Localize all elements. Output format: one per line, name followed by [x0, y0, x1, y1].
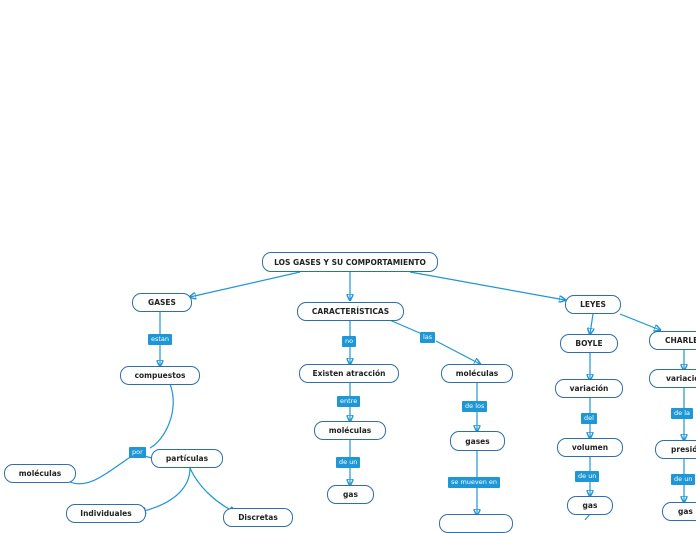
de-un-link-label-1[interactable]: de un — [336, 457, 361, 468]
gas-node-3[interactable]: gas — [662, 502, 696, 521]
de-un-link-label-3[interactable]: de un — [671, 474, 696, 485]
link-particulas-discretas — [189, 467, 235, 512]
moleculas-mid-node[interactable]: moléculas — [314, 421, 386, 440]
gases-node-2[interactable]: gases — [450, 431, 505, 451]
estan-link-label[interactable]: estan — [148, 334, 173, 345]
compuestos-node[interactable]: compuestos — [120, 366, 200, 385]
de-un-link-label-2[interactable]: de un — [575, 471, 600, 482]
entre-link-label[interactable]: entre — [337, 396, 361, 407]
variacion-node-2[interactable]: variación — [649, 369, 696, 388]
existen-atraccion-node[interactable]: Existen atracción — [299, 364, 399, 383]
por-link-label[interactable]: por — [129, 447, 146, 458]
no-link-label[interactable]: no — [342, 336, 357, 347]
leyes-node[interactable]: LEYES — [565, 295, 621, 314]
boyle-node[interactable]: BOYLE — [560, 334, 618, 353]
presion-node[interactable]: presión — [655, 440, 696, 459]
de-los-link-label[interactable]: de los — [462, 401, 488, 412]
de-la-link-label[interactable]: de la — [671, 408, 693, 419]
particulas-node[interactable]: partículas — [151, 449, 223, 468]
del-link-label[interactable]: del — [581, 413, 597, 424]
se-mueven-link-label[interactable]: se mueven en — [448, 477, 501, 488]
next-node-partial[interactable] — [439, 514, 513, 533]
link-leyes-charles — [619, 313, 660, 330]
caracteristicas-node[interactable]: CARACTERÍSTICAS — [297, 302, 404, 321]
variacion-node-1[interactable]: variación — [555, 379, 623, 398]
link-leyes-boyle — [590, 313, 593, 334]
link-particulas-individuales — [140, 467, 191, 512]
gases-node[interactable]: GASES — [132, 293, 192, 312]
charles-node[interactable]: CHARLES — [649, 331, 696, 350]
gas-node-1[interactable]: gas — [327, 485, 374, 504]
moleculas-right-node[interactable]: moléculas — [441, 364, 513, 383]
link-root-leyes — [409, 271, 565, 300]
concept-map: LOS GASES Y SU COMPORTAMIENTO GASES esta… — [4, 252, 696, 533]
las-link-label[interactable]: las — [420, 332, 436, 343]
moleculas-left-node[interactable]: moléculas — [4, 464, 76, 483]
link-root-gases — [190, 271, 301, 297]
individuales-node[interactable]: Individuales — [66, 504, 146, 523]
discretas-node[interactable]: Discretas — [223, 508, 293, 527]
link-las-moleculas — [435, 340, 480, 364]
root-node[interactable]: LOS GASES Y SU COMPORTAMIENTO — [262, 252, 438, 272]
link-gas-below — [584, 513, 591, 520]
gas-node-2[interactable]: gas — [567, 496, 613, 515]
volumen-node[interactable]: volumen — [557, 438, 623, 457]
link-por-moleculas — [69, 455, 133, 485]
link-compuestos-por — [149, 383, 174, 449]
